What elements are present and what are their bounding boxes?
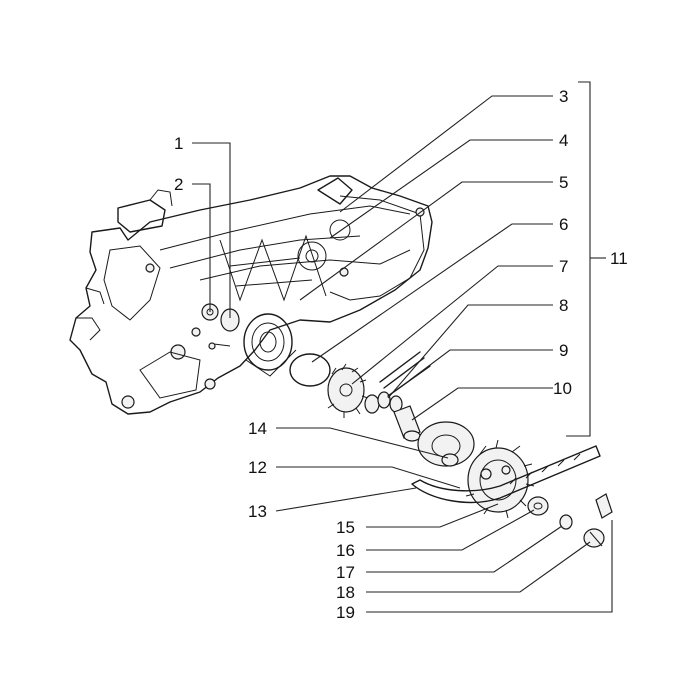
o-ring [289, 353, 331, 387]
callout-18: 18 [336, 583, 355, 602]
callout-9: 9 [559, 341, 568, 360]
fan-pulley [465, 439, 535, 519]
callout-19: 19 [336, 603, 355, 622]
callout-13: 13 [248, 502, 267, 521]
washers [364, 391, 403, 414]
fasteners [527, 493, 613, 548]
callout-labels: 1 2 3 4 5 6 7 8 9 10 11 12 13 14 15 16 1… [174, 87, 628, 622]
callout-2: 2 [174, 175, 183, 194]
crankcase [69, 175, 433, 415]
callout-16: 16 [336, 541, 355, 560]
callout-17: 17 [336, 563, 355, 582]
part-1-2-bolts [201, 303, 240, 350]
rollers [379, 351, 431, 397]
callout-3: 3 [559, 87, 568, 106]
drive-pulley [327, 363, 369, 418]
callout-12: 12 [248, 458, 267, 477]
callout-14: 14 [248, 419, 267, 438]
leader-lines [192, 81, 613, 613]
callout-4: 4 [559, 131, 568, 150]
callout-6: 6 [559, 215, 568, 234]
callout-5: 5 [559, 173, 568, 192]
bushing [393, 405, 421, 442]
half-pulley [417, 421, 475, 467]
callout-15: 15 [336, 518, 355, 537]
callout-10: 10 [553, 379, 572, 398]
seal-plate [243, 313, 297, 377]
callout-1: 1 [174, 134, 183, 153]
callout-11: 11 [610, 249, 628, 268]
drive-belt [411, 445, 601, 504]
callout-8: 8 [559, 296, 568, 315]
callout-7: 7 [559, 257, 568, 276]
